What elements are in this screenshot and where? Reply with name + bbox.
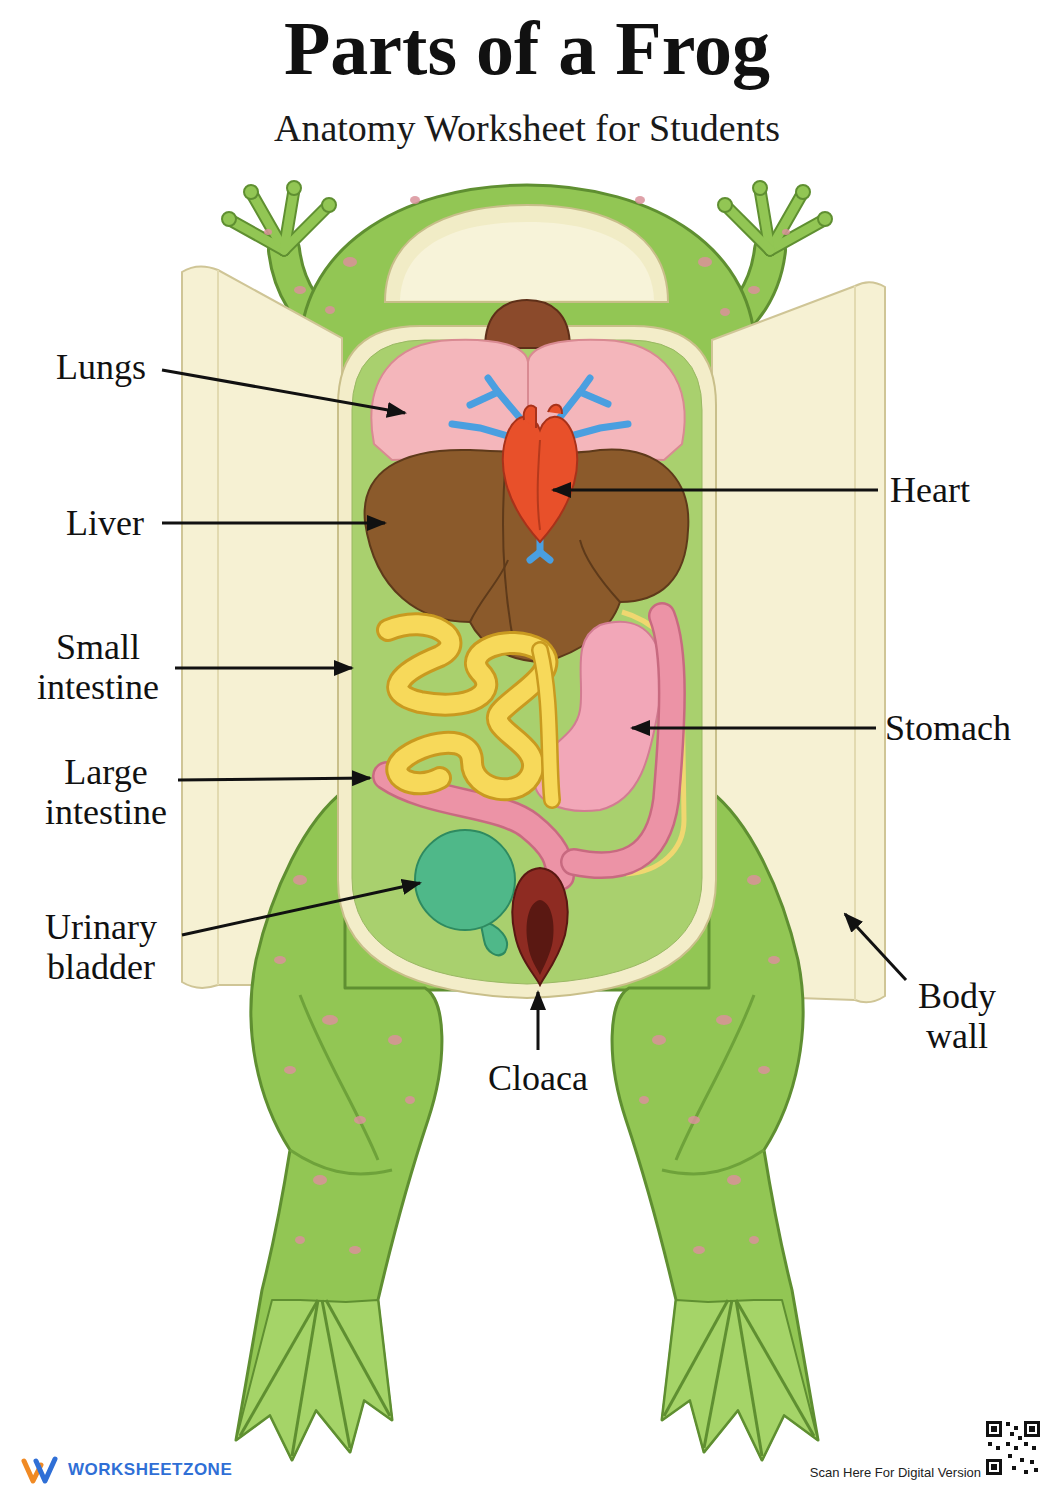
qr-code <box>1014 1446 1018 1450</box>
cloaca <box>512 868 567 985</box>
small-intestine <box>540 650 552 800</box>
part-label: Body wall <box>902 976 1012 1056</box>
leader-arrow <box>175 667 352 670</box>
frog-body <box>325 306 335 314</box>
body-cavity <box>338 326 716 998</box>
part-label: Heart <box>890 470 970 510</box>
frog-body <box>720 308 730 316</box>
liver <box>580 540 620 602</box>
qr-code <box>1020 1458 1024 1462</box>
qr-code <box>1008 1454 1012 1458</box>
leader-arrow <box>845 914 906 980</box>
frog-body <box>295 185 760 990</box>
qr-code <box>1010 1432 1014 1436</box>
leader-arrow <box>537 992 540 1050</box>
qr-code <box>985 1420 1041 1476</box>
blood-vessels <box>540 552 550 560</box>
small-intestine <box>540 650 552 800</box>
urinary-bladder <box>415 830 515 930</box>
qr-code <box>988 1442 992 1446</box>
leader-arrow <box>162 370 906 1050</box>
qr-code <box>1024 1442 1028 1446</box>
cloaca <box>512 868 567 985</box>
liver <box>470 560 508 622</box>
qr-code <box>996 1446 1000 1450</box>
body-wall-flap <box>217 270 219 985</box>
part-label: Urinary bladder <box>26 907 176 987</box>
part-label: Large intestine <box>31 752 181 832</box>
qr-code <box>989 1462 999 1472</box>
heart <box>503 405 577 542</box>
large-intestine <box>574 616 672 865</box>
heart <box>524 406 536 428</box>
throat <box>485 300 570 348</box>
frog-body <box>343 257 357 267</box>
brand-logo <box>36 1459 55 1481</box>
qr-code <box>1006 1442 1010 1446</box>
frog-body <box>698 257 712 267</box>
frog-body <box>400 222 654 300</box>
qr-code <box>989 1424 999 1434</box>
cloaca <box>527 900 554 975</box>
heart <box>548 405 562 414</box>
qr-code <box>1006 1422 1010 1426</box>
part-label: Lungs <box>56 347 146 387</box>
qr-code <box>991 1464 997 1470</box>
brand-logo <box>24 1459 55 1481</box>
small-intestine <box>388 624 546 789</box>
blood-vessels <box>452 378 628 560</box>
body-wall-flap <box>854 286 856 1000</box>
large-intestine <box>387 616 672 876</box>
qr-code <box>986 1421 1002 1437</box>
heart <box>503 417 577 542</box>
qr-code <box>1032 1446 1036 1450</box>
qr-code <box>1034 1468 1038 1472</box>
part-label: Stomach <box>885 708 1011 748</box>
qr-code <box>985 1420 1041 1476</box>
qr-caption: Scan Here For Digital Version <box>810 1465 981 1481</box>
qr-code <box>1030 1460 1034 1464</box>
part-label: Small intestine <box>23 627 173 707</box>
leader-arrow <box>178 778 370 780</box>
qr-code <box>1024 1421 1040 1437</box>
hind-legs <box>236 790 818 1460</box>
urinary-bladder <box>415 830 515 955</box>
small-intestine <box>388 624 546 789</box>
frog-body <box>410 196 420 204</box>
leader-arrow <box>553 489 878 492</box>
frog-body <box>635 196 645 204</box>
leader-arrow <box>162 370 405 413</box>
leader-arrow <box>182 883 420 935</box>
page-subtitle: Anatomy Worksheet for Students <box>274 106 780 150</box>
page-title: Parts of a Frog <box>284 5 770 91</box>
body-cavity <box>338 326 716 998</box>
qr-code <box>1029 1426 1035 1432</box>
blood-vessels <box>470 392 498 405</box>
part-label: Cloaca <box>488 1058 588 1098</box>
small-intestine <box>388 624 552 800</box>
qr-code <box>991 1426 997 1432</box>
qr-code <box>1027 1424 1037 1434</box>
heart <box>538 440 540 530</box>
blood-vessels <box>580 392 608 404</box>
leader-arrow <box>632 727 876 730</box>
qr-code <box>986 1459 1002 1475</box>
large-intestine <box>574 616 672 865</box>
qr-code <box>1014 1426 1018 1430</box>
frog-body <box>385 205 668 302</box>
qr-code <box>1012 1466 1016 1470</box>
brand-name: WORKSHEETZONE <box>68 1460 232 1480</box>
part-label: Liver <box>66 503 144 543</box>
frog-body <box>295 185 760 990</box>
throat <box>485 300 570 348</box>
qr-code <box>1024 1470 1028 1474</box>
leader-arrow <box>162 522 385 525</box>
qr-code <box>1018 1436 1022 1440</box>
